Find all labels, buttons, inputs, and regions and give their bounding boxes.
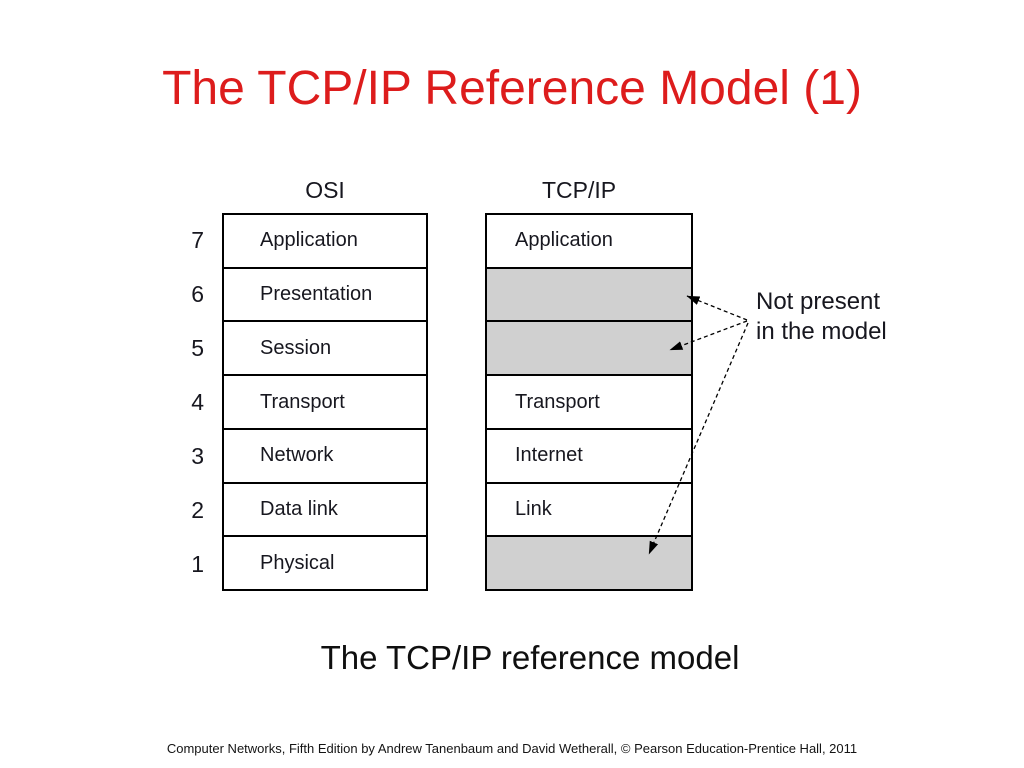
osi-layer-row-data-link: Data link xyxy=(224,481,426,536)
osi-layer-label: Presentation xyxy=(260,283,373,306)
osi-layer-row-transport: Transport xyxy=(224,374,426,428)
arrow-presentation-gap xyxy=(686,295,748,321)
attribution-footer: Computer Networks, Fifth Edition by Andr… xyxy=(166,741,858,756)
tcpip-layer-row-not-present xyxy=(487,320,691,375)
osi-layer-number-5: 5 xyxy=(191,334,204,361)
osi-layer-label: Application xyxy=(260,229,358,252)
osi-layer-row-presentation: Presentation xyxy=(224,266,426,321)
osi-layer-label: Data link xyxy=(260,497,338,520)
tcpip-column-header: TCP/IP xyxy=(541,177,617,203)
osi-layer-number-7: 7 xyxy=(191,226,204,253)
osi-layer-number-4: 4 xyxy=(191,388,204,415)
osi-layer-row-application: Application xyxy=(224,215,426,267)
tcpip-layer-row-not-present xyxy=(487,266,691,321)
osi-layer-row-session: Session xyxy=(224,320,426,375)
figure-caption: The TCP/IP reference model xyxy=(320,639,740,676)
tcpip-layer-label: Application xyxy=(515,229,613,252)
tcpip-layer-row-internet: Internet xyxy=(487,427,691,482)
slide-title: The TCP/IP Reference Model (1) xyxy=(162,62,862,116)
osi-layer-number-6: 6 xyxy=(191,280,204,307)
tcpip-layer-row-link: Link xyxy=(487,481,691,536)
osi-layer-label: Transport xyxy=(260,390,345,413)
tcpip-layer-row-not-present xyxy=(487,535,691,590)
osi-layer-number-3: 3 xyxy=(191,442,204,469)
not-present-label-line2: in the model xyxy=(756,318,887,345)
tcpip-layer-label: Link xyxy=(515,497,552,520)
osi-layer-row-physical: Physical xyxy=(224,535,426,590)
not-present-label-line1: Not present xyxy=(756,288,881,315)
osi-layer-number-2: 2 xyxy=(191,496,204,523)
tcpip-layer-row-application: Application xyxy=(487,215,691,267)
tcpip-layer-row-transport: Transport xyxy=(487,374,691,428)
osi-layer-number-1: 1 xyxy=(191,550,204,577)
osi-layer-label: Network xyxy=(260,444,334,467)
tcpip-layer-label: Transport xyxy=(515,390,600,413)
not-present-label: Not present in the model xyxy=(756,287,887,347)
osi-layer-numbers: 7 6 5 4 3 2 1 xyxy=(150,213,204,591)
osi-layer-label: Physical xyxy=(260,551,335,574)
osi-column-header: OSI xyxy=(305,177,345,203)
osi-layer-row-network: Network xyxy=(224,427,426,482)
tcpip-layer-label: Internet xyxy=(515,444,583,467)
osi-layer-label: Session xyxy=(260,336,332,359)
